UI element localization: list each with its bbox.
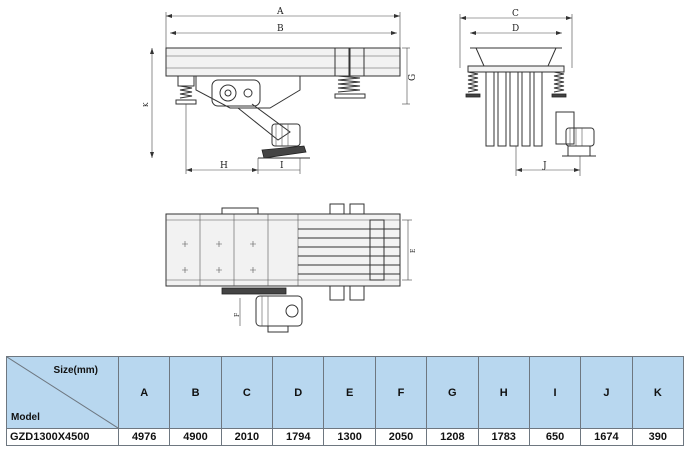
- dim-label-H: H: [220, 161, 228, 171]
- column-header-I: I: [528, 356, 582, 429]
- value-cell-K: 390: [631, 428, 685, 446]
- column-header-F: F: [374, 356, 428, 429]
- side-view: A B K: [143, 7, 418, 174]
- dim-label-A: A: [276, 7, 284, 17]
- end-view: C D J: [459, 9, 596, 176]
- column-header-G: G: [426, 356, 479, 429]
- dim-label-J: J: [542, 161, 547, 171]
- feeder-technical-drawing: A B K: [143, 7, 596, 333]
- column-header-K: K: [631, 356, 685, 429]
- dim-label-C: C: [512, 9, 519, 19]
- value-cell-B: 4900: [169, 428, 222, 446]
- value-cell-I: 650: [528, 428, 582, 446]
- model-header-label: Model: [11, 412, 40, 423]
- column-header-C: C: [220, 356, 274, 429]
- value-cell-A: 4976: [117, 428, 171, 446]
- column-header-D: D: [272, 356, 325, 429]
- column-header-A: A: [117, 356, 171, 429]
- column-header-B: B: [169, 356, 222, 429]
- value-cell-G: 1208: [426, 428, 479, 446]
- dim-label-F: F: [234, 313, 241, 317]
- value-cell-C: 2010: [220, 428, 274, 446]
- value-cell-J: 1674: [580, 428, 633, 446]
- value-cell-E: 1300: [323, 428, 376, 446]
- value-cell-D: 1794: [272, 428, 325, 446]
- dim-label-I: I: [280, 161, 284, 171]
- table-header-row: Size(mm) Model A B C D E F G H I J K: [6, 356, 685, 429]
- value-cell-F: 2050: [374, 428, 428, 446]
- dim-label-B: B: [277, 24, 284, 34]
- model-cell: GZD1300X4500: [6, 428, 119, 446]
- table-row: GZD1300X4500 4976 4900 2010 1794 1300 20…: [6, 428, 685, 446]
- diagonal-divider: [7, 357, 118, 428]
- size-header-label: Size(mm): [53, 365, 98, 376]
- value-cell-H: 1783: [477, 428, 530, 446]
- column-header-J: J: [580, 356, 633, 429]
- spec-table: Size(mm) Model A B C D E F G H I J K GZD…: [6, 356, 685, 446]
- dim-label-K: K: [143, 102, 150, 107]
- dim-label-D: D: [512, 24, 519, 34]
- size-model-corner-cell: Size(mm) Model: [6, 356, 119, 429]
- column-header-E: E: [323, 356, 376, 429]
- column-header-H: H: [477, 356, 530, 429]
- dim-label-G: G: [408, 74, 418, 81]
- top-view: E F: [165, 203, 417, 333]
- dim-label-E: E: [410, 249, 417, 253]
